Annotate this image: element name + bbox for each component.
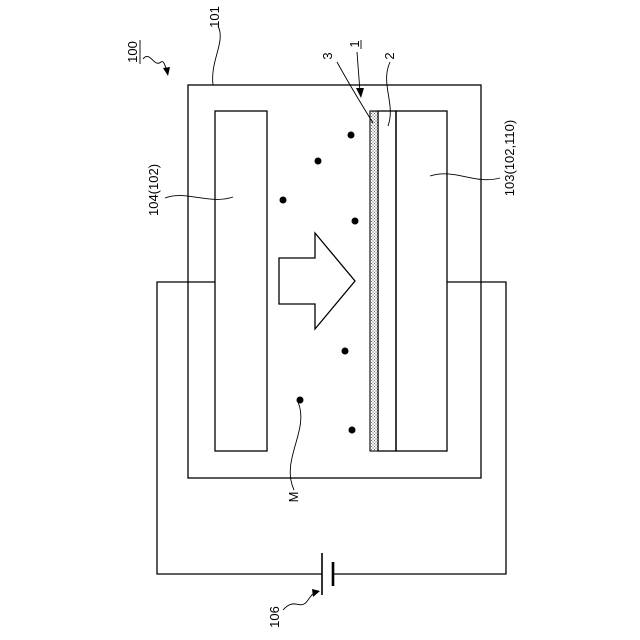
label-target: 104(102) <box>146 164 161 216</box>
label-power-supply: 106 <box>267 606 282 628</box>
circuit-wire-left <box>157 282 322 574</box>
substrate <box>378 111 396 451</box>
leader-chamber <box>213 26 221 85</box>
label-layer: 3 <box>320 52 335 59</box>
deposition-arrow <box>279 233 355 329</box>
arrowhead-power-supply <box>312 589 320 597</box>
particle <box>280 197 287 204</box>
leader-power-supply <box>283 593 315 610</box>
battery-symbol <box>322 553 333 595</box>
particle <box>342 348 349 355</box>
deposited-layer <box>370 111 378 451</box>
particle <box>315 158 322 165</box>
particle <box>297 397 304 404</box>
leader-layer <box>337 62 373 123</box>
label-film-stack: 1 <box>347 40 362 47</box>
leader-device <box>143 56 167 71</box>
leader-target <box>165 196 233 200</box>
arrowhead-device <box>163 67 170 76</box>
label-substrate: 2 <box>382 52 397 59</box>
chamber <box>188 85 481 478</box>
label-chamber: 101 <box>207 6 222 28</box>
label-substrate-holder: 103(102,110) <box>502 120 517 196</box>
particle <box>352 218 359 225</box>
leader-substrate <box>387 62 391 126</box>
leader-particles <box>290 402 301 490</box>
target-electrode <box>215 111 267 451</box>
particles <box>280 132 359 434</box>
particle <box>348 132 355 139</box>
label-device: 100 <box>125 41 140 63</box>
particle <box>349 427 356 434</box>
label-particles: M <box>286 492 301 503</box>
substrate-holder <box>396 111 447 451</box>
leader-film-stack <box>357 52 360 92</box>
circuit-wire-right <box>333 282 506 574</box>
leader-substrate-holder <box>430 174 500 180</box>
